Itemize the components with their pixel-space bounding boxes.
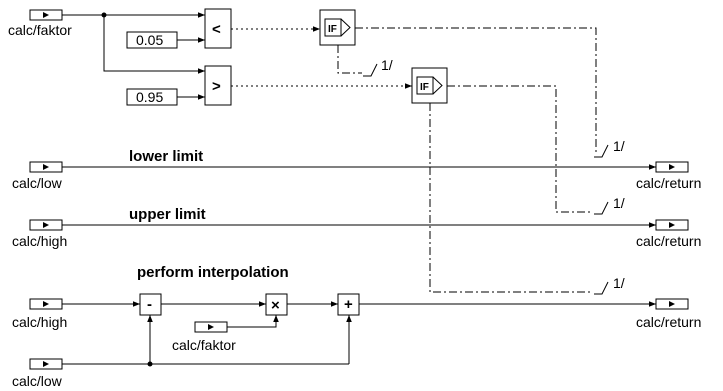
constant-0-95: 0.95 — [126, 88, 205, 106]
sequence-label-3: 1/ — [613, 195, 625, 211]
output-return-3: calc/return — [636, 298, 701, 330]
times-operator: × — [265, 293, 288, 316]
input-calc-low-1-label: calc/low — [12, 175, 63, 191]
sequence-label-4: 1/ — [613, 275, 625, 291]
plus-operator: + — [337, 293, 360, 316]
output-return-1: calc/return — [636, 161, 701, 191]
minus-symbol: - — [147, 296, 152, 313]
plus-symbol: + — [344, 296, 353, 313]
interpolation-title: perform interpolation — [137, 264, 289, 281]
input-calc-high-2-label: calc/high — [12, 314, 67, 330]
if-block-2: IF — [411, 67, 448, 104]
input-calc-high-1: calc/high — [12, 219, 67, 249]
input-calc-low-2: calc/low — [12, 358, 63, 389]
constant-0-05: 0.05 — [126, 31, 205, 49]
minus-operator: - — [139, 293, 162, 316]
times-symbol: × — [271, 297, 280, 314]
control-flow-lines — [337, 27, 597, 293]
if-block-1-label: IF — [328, 24, 337, 35]
input-calc-high-1-label: calc/high — [12, 233, 67, 249]
constant-0-95-label: 0.95 — [136, 89, 163, 105]
input-calc-low-2-label: calc/low — [12, 373, 63, 389]
sequence-marker-1: 1/ — [363, 57, 393, 77]
output-return-3-label: calc/return — [636, 314, 701, 330]
input-calc-low-1: calc/low — [12, 161, 63, 191]
upper-limit-title: upper limit — [129, 206, 206, 223]
greater-than-operator: > — [204, 65, 232, 106]
input-calc-faktor-label: calc/faktor — [8, 22, 72, 38]
input-calc-high-2: calc/high — [12, 298, 67, 330]
sequence-label-2: 1/ — [613, 138, 625, 154]
if-block-2-label: IF — [420, 82, 429, 93]
sequence-marker-2: 1/ — [594, 138, 625, 158]
connectors-faktor — [62, 12, 205, 74]
input-calc-faktor: calc/faktor — [8, 9, 72, 38]
sequence-marker-3: 1/ — [594, 195, 625, 215]
lower-limit-title: lower limit — [129, 148, 203, 165]
if-block-1: IF — [319, 9, 356, 46]
less-than-symbol: < — [212, 21, 221, 38]
greater-than-symbol: > — [212, 78, 221, 95]
sequence-label-1: 1/ — [381, 57, 393, 73]
output-return-2: calc/return — [636, 219, 701, 249]
output-return-2-label: calc/return — [636, 233, 701, 249]
sequence-marker-4: 1/ — [594, 275, 625, 295]
low-connectors — [62, 315, 352, 367]
output-return-1-label: calc/return — [636, 175, 701, 191]
input-calc-faktor-2: calc/faktor — [172, 321, 236, 353]
input-calc-faktor-2-label: calc/faktor — [172, 337, 236, 353]
less-than-operator: < — [204, 8, 232, 49]
constant-0-05-label: 0.05 — [136, 32, 163, 48]
faktor-to-times-signal — [227, 315, 279, 328]
